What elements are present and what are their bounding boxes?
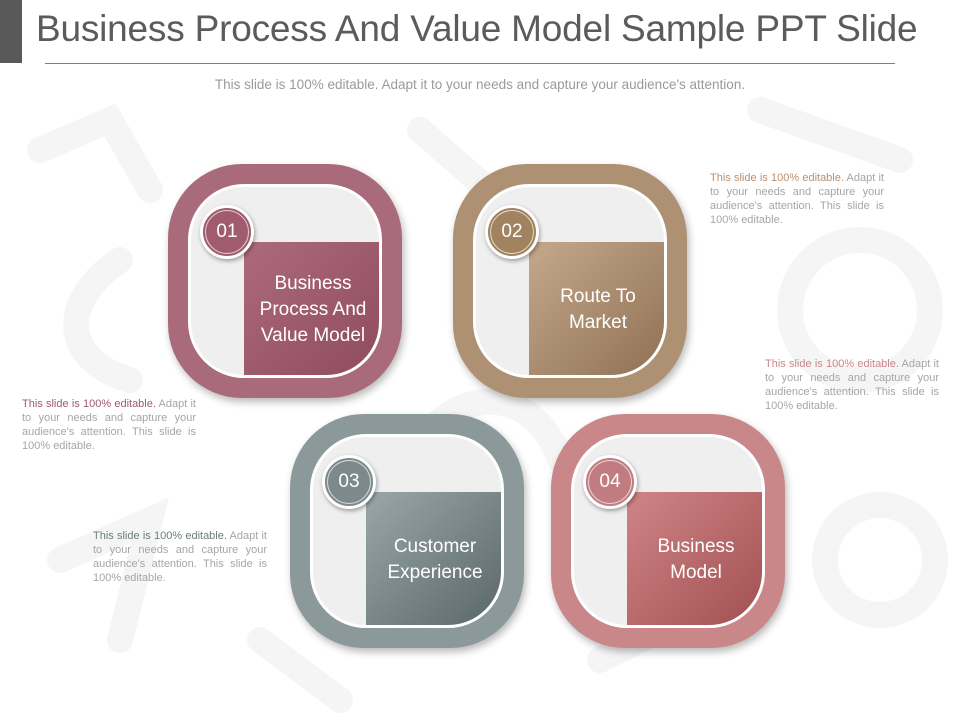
card-03-label: Customer Experience — [366, 492, 501, 625]
card-03: Customer Experience 03 — [290, 414, 524, 648]
note-card-01-lead: This slide is 100% editable. — [22, 398, 156, 410]
title-divider — [45, 63, 895, 64]
card-01-label: Business Process And Value Model — [244, 242, 379, 375]
card-02: Route To Market 02 — [453, 164, 687, 398]
note-card-01-body: Adapt it to your needs and capture your … — [22, 398, 196, 452]
card-03-badge: 03 — [322, 455, 376, 509]
card-01-inner: Business Process And Value Model — [188, 184, 382, 378]
card-02-label: Route To Market — [529, 242, 664, 375]
card-03-inner: Customer Experience — [310, 434, 504, 628]
card-04-label: Business Model — [627, 492, 762, 625]
note-card-01: This slide is 100% editable. Adapt it to… — [22, 397, 196, 453]
card-03-number: 03 — [327, 460, 371, 504]
card-01-badge: 01 — [200, 205, 254, 259]
card-02-badge: 02 — [485, 205, 539, 259]
card-02-number: 02 — [490, 210, 534, 254]
note-card-03-lead: This slide is 100% editable. — [93, 530, 227, 542]
note-card-02-body: Adapt it to your needs and capture your … — [710, 172, 884, 226]
note-card-04: This slide is 100% editable. Adapt it to… — [765, 357, 939, 413]
note-card-03: This slide is 100% editable. Adapt it to… — [93, 529, 267, 585]
note-card-02: This slide is 100% editable. Adapt it to… — [710, 171, 884, 227]
card-04-badge: 04 — [583, 455, 637, 509]
title-accent-bar — [0, 0, 22, 63]
note-card-03-body: Adapt it to your needs and capture your … — [93, 530, 267, 584]
note-card-04-body: Adapt it to your needs and capture your … — [765, 358, 939, 412]
card-01: Business Process And Value Model 01 — [168, 164, 402, 398]
card-01-number: 01 — [205, 210, 249, 254]
card-04-number: 04 — [588, 460, 632, 504]
note-card-04-lead: This slide is 100% editable. — [765, 358, 899, 370]
note-card-02-lead: This slide is 100% editable. — [710, 172, 844, 184]
slide-title: Business Process And Value Model Sample … — [36, 8, 918, 49]
slide-subtitle: This slide is 100% editable. Adapt it to… — [214, 77, 746, 92]
card-04: Business Model 04 — [551, 414, 785, 648]
